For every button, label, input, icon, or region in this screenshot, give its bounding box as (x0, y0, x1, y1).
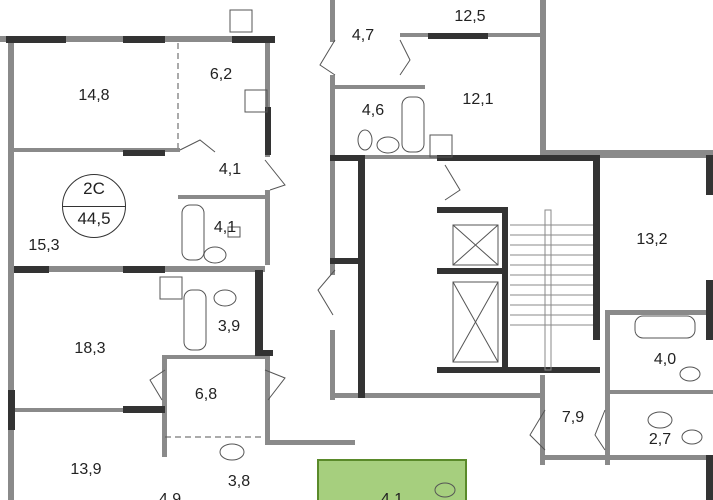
room-area: 12,1 (462, 91, 494, 108)
highlighted-apartment[interactable] (317, 459, 467, 500)
badge-divider (63, 206, 125, 207)
room-area: 3,8 (227, 473, 251, 490)
room-area: 18,3 (74, 340, 106, 357)
room-area: 15,3 (28, 237, 60, 254)
fixtures (149, 9, 703, 498)
room-area: 4,1 (213, 219, 237, 236)
room-area: 2,7 (648, 431, 672, 448)
apartment-total-area: 44,5 (77, 209, 111, 228)
room-area: 4,1 (218, 161, 242, 178)
room-area: 13,9 (70, 461, 102, 478)
apartment-badge[interactable]: 2С 44,5 (62, 174, 126, 238)
room-area: 7,9 (561, 409, 585, 426)
room-area: 4,7 (351, 27, 375, 44)
room-area: 12,5 (454, 8, 486, 25)
room-area: 4,6 (361, 102, 385, 119)
room-area: 4,1 (380, 491, 404, 500)
room-area: 6,8 (194, 386, 218, 403)
room-area: 14,8 (78, 87, 110, 104)
room-area: 4,0 (653, 351, 677, 368)
room-area: 3,9 (217, 318, 241, 335)
apartment-type: 2С (83, 179, 105, 198)
dark-walls (6, 33, 713, 500)
room-area: 4,9 (158, 491, 182, 500)
room-area: 13,2 (636, 231, 668, 248)
room-area: 6,2 (209, 66, 233, 83)
